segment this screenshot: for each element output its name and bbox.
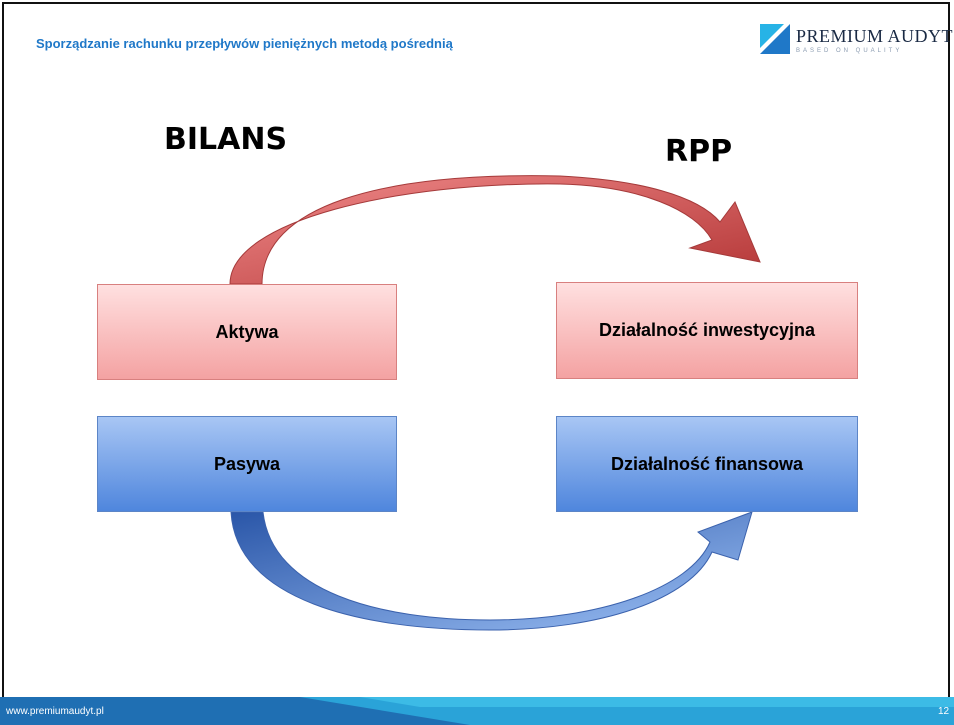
rpp-heading: RPP [665,134,733,169]
pasywa-box: Pasywa [97,416,397,512]
logo-mark-icon [760,24,790,54]
dzialalnosc-inwestycyjna-box: Działalność inwestycyjna [556,282,858,379]
aktywa-box: Aktywa [97,284,397,380]
footer-url[interactable]: www.premiumaudyt.pl [6,706,104,717]
aktywa-label: Aktywa [215,321,279,342]
logo-tagline: BASED ON QUALITY [796,48,903,54]
dzialalnosc-inwestycyjna-label: Działalność inwestycyjna [598,320,816,340]
blue-flow-arrow [230,511,753,631]
premium-audyt-logo: PREMIUM AUDYT BASED ON QUALITY [760,22,954,64]
slide-title: Sporządzanie rachunku przepływów pienięż… [36,36,453,51]
red-flow-arrow [229,175,761,285]
page-number: 12 [938,706,950,717]
bilans-heading: BILANS [164,122,288,157]
pasywa-label: Pasywa [213,453,281,474]
logo-name: PREMIUM AUDYT [796,26,954,46]
footer-band [0,697,954,725]
dzialalnosc-finansowa-label: Działalność finansowa [610,453,804,474]
dzialalnosc-finansowa-box: Działalność finansowa [556,416,858,512]
